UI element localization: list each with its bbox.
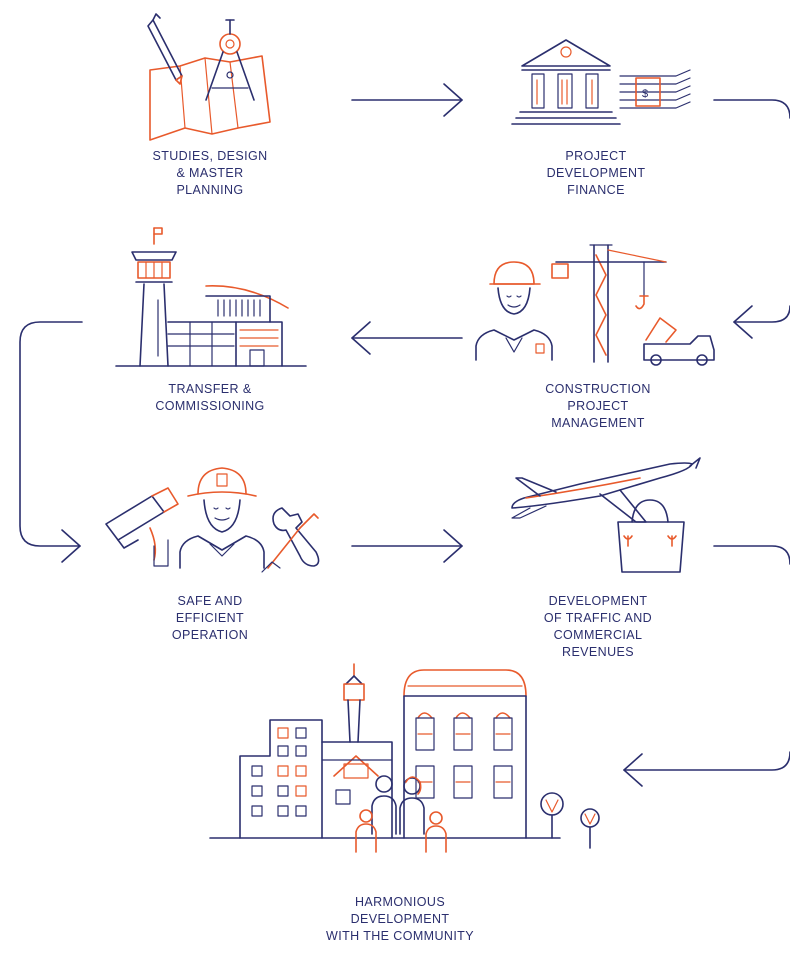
step-1-label-line: & MASTER	[176, 166, 244, 180]
step-6-label: DEVELOPMENT OF TRAFFIC AND COMMERCIAL RE…	[508, 593, 688, 661]
step-7-label: HARMONIOUS DEVELOPMENT WITH THE COMMUNIT…	[300, 894, 500, 945]
step-4-label: TRANSFER & COMMISSIONING	[120, 381, 300, 415]
step-3-label-line: PROJECT	[567, 399, 629, 413]
arrow-2-to-3	[713, 99, 790, 339]
step-4-label-line: TRANSFER &	[168, 382, 252, 396]
step-7-label-line: HARMONIOUS	[354, 895, 446, 909]
step-3-label-line: MANAGEMENT	[551, 416, 645, 430]
step-1-label: STUDIES, DESIGN & MASTER PLANNING	[120, 148, 300, 199]
map-drafting-compass-icon	[147, 13, 271, 141]
step-2-label-line: DEVELOPMENT	[546, 166, 646, 180]
step-7-label-line: DEVELOPMENT	[350, 912, 450, 926]
step-3-label: CONSTRUCTION PROJECT MANAGEMENT	[508, 381, 688, 432]
arrow-6-to-7	[623, 545, 790, 787]
svg-text:$: $	[642, 88, 648, 100]
camera-firefighter-tools-icon	[105, 467, 320, 573]
control-tower-terminal-icon	[115, 227, 307, 367]
arrow-1-to-2	[351, 83, 463, 117]
arrow-5-to-6	[351, 529, 463, 563]
step-5-label-line: EFFICIENT	[175, 611, 245, 625]
city-family-icon	[209, 663, 600, 853]
bank-money-icon: $	[511, 39, 691, 125]
step-5-label: SAFE AND EFFICIENT OPERATION	[120, 593, 300, 644]
step-7-label-line: WITH THE COMMUNITY	[326, 929, 474, 943]
step-2-label-line: PROJECT	[565, 149, 627, 163]
airplane-shopping-bag-icon	[511, 457, 701, 573]
step-6-label-line: COMMERCIAL	[553, 628, 643, 642]
step-3-label-line: CONSTRUCTION	[545, 382, 651, 396]
step-2-label-line: FINANCE	[567, 183, 625, 197]
step-2-label: PROJECT DEVELOPMENT FINANCE	[506, 148, 686, 199]
step-6-label-line: REVENUES	[562, 645, 634, 659]
step-1-label-line: PLANNING	[176, 183, 244, 197]
arrow-3-to-4	[351, 321, 463, 355]
step-5-label-line: SAFE AND	[177, 594, 243, 608]
step-6-label-line: OF TRAFFIC AND	[543, 611, 653, 625]
step-6-label-line: DEVELOPMENT	[548, 594, 648, 608]
step-5-label-line: OPERATION	[171, 628, 249, 642]
step-4-label-line: COMMISSIONING	[155, 399, 265, 413]
step-1-label-line: STUDIES, DESIGN	[152, 149, 268, 163]
engineer-crane-truck-icon	[475, 244, 715, 366]
arrow-4-to-5	[19, 321, 83, 563]
